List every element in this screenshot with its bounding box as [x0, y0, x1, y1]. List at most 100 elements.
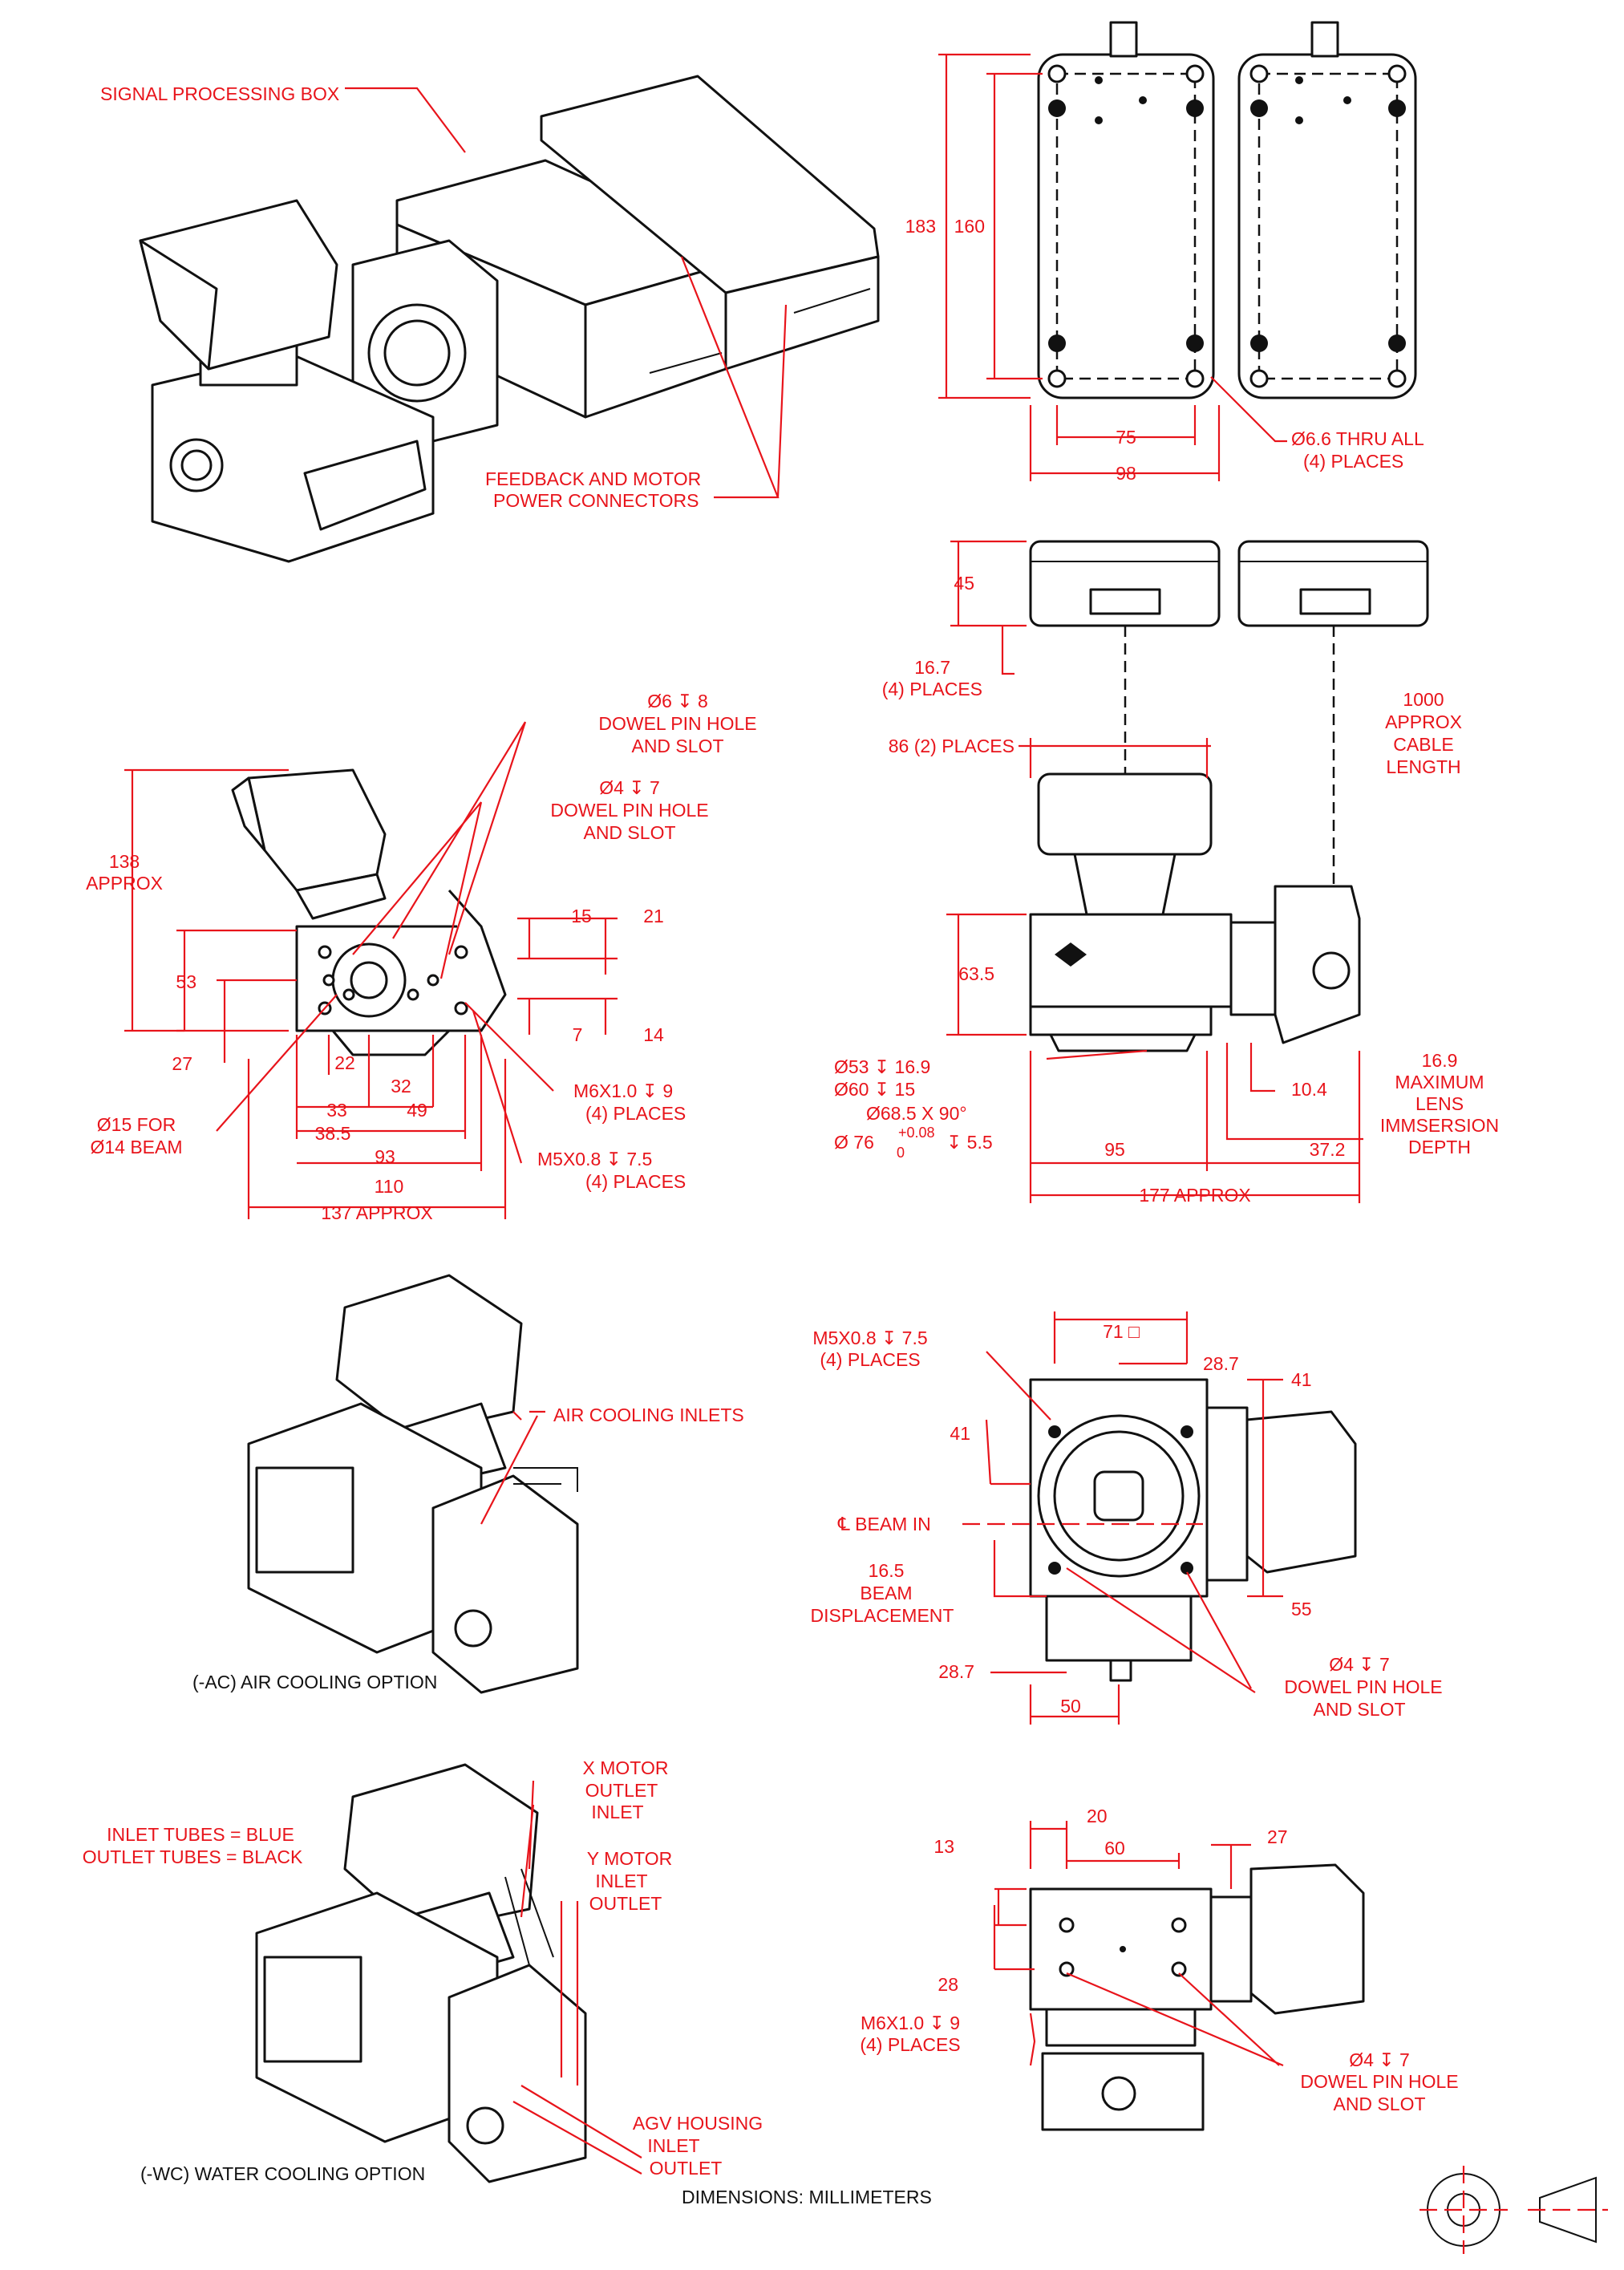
- dim-137: 137 APPROX: [321, 1202, 432, 1223]
- dim-63-5: 63.5: [958, 963, 994, 984]
- dim-beam-in: ℄ BEAM IN: [837, 1514, 931, 1534]
- dim-15: 15: [571, 906, 592, 926]
- dim-16-7: 16.7: [914, 657, 950, 678]
- dim-m6b-2: (4) PLACES: [860, 2034, 960, 2055]
- dim-45: 45: [954, 573, 974, 594]
- dim-49: 49: [407, 1100, 427, 1121]
- dim-177: 177 APPROX: [1139, 1185, 1250, 1206]
- dim-bore-2: Ø60 ↧ 15: [834, 1079, 915, 1100]
- label-signal-box: SIGNAL PROCESSING BOX: [100, 83, 339, 104]
- dim-41b: 41: [1291, 1369, 1312, 1390]
- dim-41a: 41: [950, 1423, 970, 1444]
- dim-37-2: 37.2: [1310, 1139, 1346, 1160]
- dim-hole-thru: Ø6.6 THRU ALL: [1291, 428, 1424, 449]
- dim-beam-1: Ø15 FOR: [97, 1114, 176, 1135]
- dim-53: 53: [176, 971, 196, 992]
- dim-160: 160: [954, 216, 985, 237]
- air-cooling-iso-view: [247, 1274, 579, 1694]
- dim-50: 50: [1060, 1696, 1081, 1717]
- dim-32: 32: [391, 1076, 411, 1096]
- label-outlet-black: OUTLET TUBES = BLACK: [83, 1846, 303, 1867]
- dim-33: 33: [326, 1100, 347, 1121]
- dim-93: 93: [375, 1146, 395, 1167]
- dim-38-5: 38.5: [315, 1123, 351, 1144]
- label-y-inlet: INLET: [595, 1871, 647, 1891]
- label-x-outlet: OUTLET: [585, 1780, 658, 1801]
- dim-16-7-places: (4) PLACES: [882, 679, 982, 699]
- label-agv-housing: AGV HOUSING: [633, 2113, 763, 2134]
- dim-28-7b: 28.7: [938, 1661, 974, 1682]
- label-x-inlet: INLET: [591, 1802, 643, 1822]
- dim-60: 60: [1104, 1838, 1125, 1859]
- dim-bore-4b: +0.08: [898, 1125, 935, 1141]
- dim-183: 183: [905, 216, 936, 237]
- label-y-outlet: OUTLET: [589, 1893, 662, 1914]
- dim-bore-3: Ø68.5 X 90°: [866, 1103, 967, 1124]
- dim-hole-places: (4) PLACES: [1303, 451, 1403, 472]
- dim-lens-3: LENS: [1415, 1093, 1464, 1114]
- dim-dowel2-1: Ø4 ↧ 7: [599, 777, 660, 798]
- dim-disp-2: BEAM: [860, 1583, 912, 1603]
- dim-m6b-1: M6X1.0 ↧ 9: [861, 2013, 960, 2033]
- label-x-motor: X MOTOR: [583, 1757, 669, 1778]
- third-angle-projection-symbol: [1419, 2166, 1608, 2254]
- dim-dowel4-1: Ø4 ↧ 7: [1349, 2049, 1410, 2070]
- signal-box-front-view: [1029, 540, 1429, 898]
- dim-75: 75: [1116, 427, 1136, 448]
- head-side-view: [1029, 772, 1361, 1052]
- dim-13: 13: [933, 1836, 954, 1857]
- label-ac-caption: (-AC) AIR COOLING OPTION: [192, 1672, 437, 1692]
- water-cooling-iso-view: [255, 1763, 587, 2183]
- isometric-assembly-view: [139, 75, 880, 563]
- dim-14: 14: [643, 1024, 664, 1045]
- labels-layer: SIGNAL PROCESSING BOX FEEDBACK AND MOTOR…: [83, 83, 1499, 2207]
- dim-dowel1-1: Ø6 ↧ 8: [647, 691, 708, 711]
- dim-dowel3-1: Ø4 ↧ 7: [1329, 1654, 1390, 1675]
- dim-cable-4: LENGTH: [1386, 756, 1460, 777]
- dim-dowel4-3: AND SLOT: [1333, 2094, 1425, 2114]
- dim-m6-2: (4) PLACES: [585, 1103, 686, 1124]
- dim-cable-1: 1000: [1403, 689, 1444, 710]
- dim-dowel3-3: AND SLOT: [1313, 1699, 1405, 1720]
- dim-7: 7: [573, 1024, 583, 1045]
- dim-dowel2-3: AND SLOT: [583, 822, 675, 843]
- dim-22: 22: [334, 1052, 355, 1073]
- dim-28-7a: 28.7: [1203, 1353, 1239, 1374]
- dim-lens-4: IMMSERSION: [1380, 1115, 1499, 1136]
- dim-m6-1: M6X1.0 ↧ 9: [573, 1080, 673, 1101]
- dim-cable-3: CABLE: [1393, 734, 1453, 755]
- dim-bore-4a: Ø 76: [834, 1132, 874, 1153]
- label-inlet-blue: INLET TUBES = BLUE: [107, 1824, 294, 1845]
- dim-20: 20: [1087, 1806, 1108, 1826]
- label-connectors-2: POWER CONNECTORS: [493, 490, 699, 511]
- dim-m5-2: (4) PLACES: [585, 1171, 686, 1192]
- dim-disp-1: 16.5: [869, 1560, 905, 1581]
- dim-27b: 27: [1267, 1826, 1288, 1847]
- dim-bore-4d: ↧ 5.5: [946, 1132, 993, 1153]
- head-mounting-view: [1029, 1863, 1365, 2131]
- label-wc-caption: (-WC) WATER COOLING OPTION: [140, 2163, 425, 2184]
- dim-98: 98: [1116, 463, 1136, 484]
- label-agv-inlet: INLET: [647, 2135, 699, 2156]
- head-front-view: [231, 768, 507, 1056]
- dim-bore-4c: 0: [897, 1145, 905, 1161]
- dim-m5b-1: M5X0.8 ↧ 7.5: [812, 1328, 927, 1348]
- dim-21: 21: [643, 906, 664, 926]
- dim-27: 27: [172, 1053, 192, 1074]
- dim-cable-2: APPROX: [1385, 711, 1462, 732]
- dim-dowel1-3: AND SLOT: [631, 736, 723, 756]
- dim-10-4: 10.4: [1291, 1079, 1327, 1100]
- dim-28: 28: [938, 1974, 958, 1995]
- dim-71: 71 □: [1103, 1321, 1140, 1342]
- label-agv-outlet: OUTLET: [650, 2158, 723, 2179]
- dim-beam-2: Ø14 BEAM: [90, 1137, 182, 1157]
- dim-disp-3: DISPLACEMENT: [811, 1605, 954, 1626]
- dim-55: 55: [1291, 1599, 1312, 1619]
- dimension-lines: [124, 53, 1363, 2175]
- label-units: DIMENSIONS: MILLIMETERS: [682, 2187, 932, 2207]
- dim-dowel3-2: DOWEL PIN HOLE: [1284, 1676, 1442, 1697]
- dim-bore-1: Ø53 ↧ 16.9: [834, 1056, 930, 1077]
- dim-dowel4-2: DOWEL PIN HOLE: [1300, 2071, 1458, 2092]
- dim-dowel2-2: DOWEL PIN HOLE: [550, 800, 708, 821]
